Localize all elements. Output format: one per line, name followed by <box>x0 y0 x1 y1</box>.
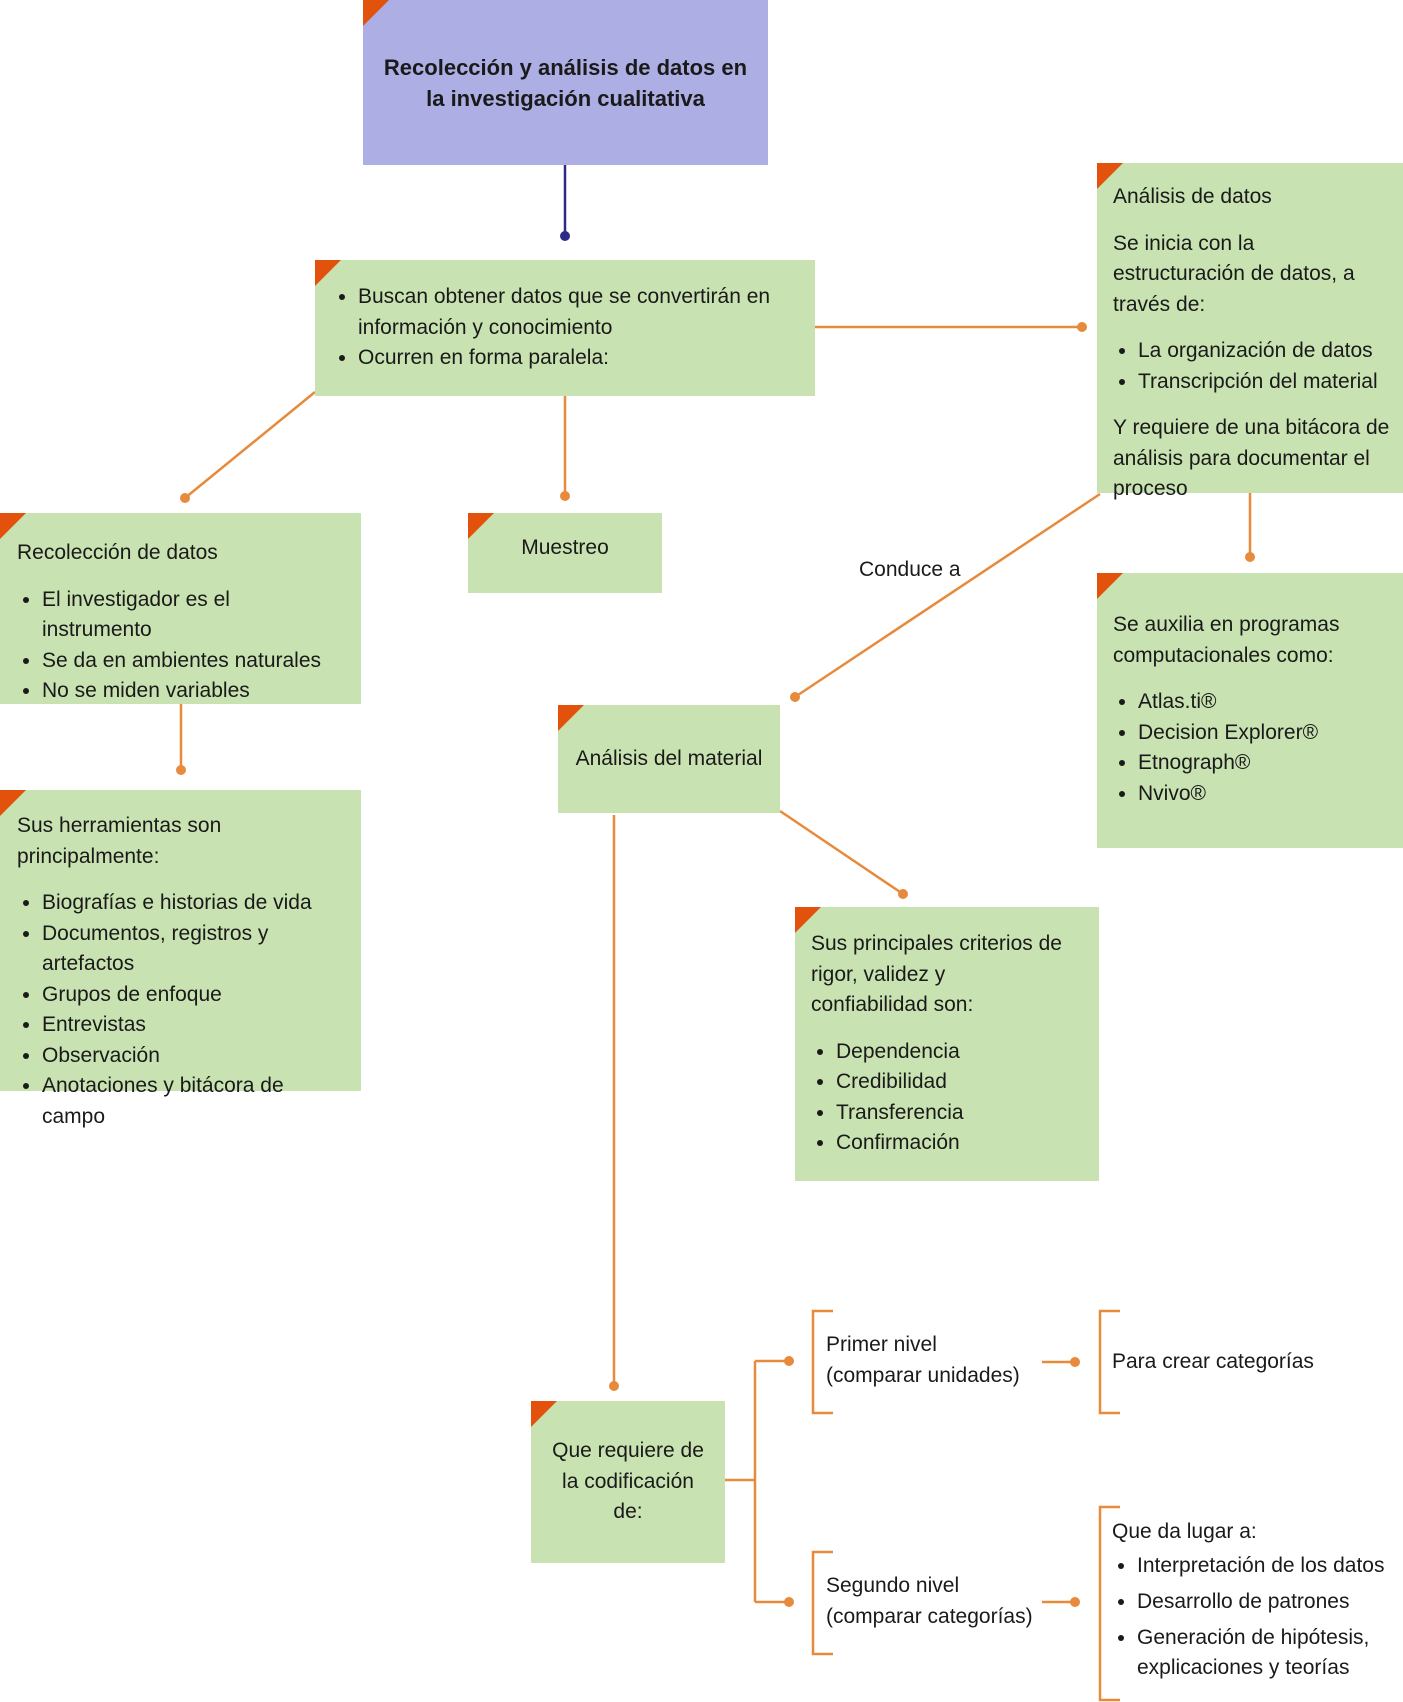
bracket-primer-nivel <box>811 1309 833 1415</box>
recoleccion-box: Recolección de datos El investigador es … <box>0 513 361 704</box>
list-item: Decision Explorer® <box>1138 718 1391 749</box>
corner-flag-icon <box>0 513 26 539</box>
analisis-datos-outro: Y requiere de una bitácora de análisis p… <box>1113 416 1390 500</box>
resultado-heading: Que da lugar a: <box>1112 1520 1257 1543</box>
connectors <box>176 322 1255 1702</box>
corner-flag-icon <box>315 260 341 286</box>
list-item: Buscan obtener datos que se convertirán … <box>358 282 797 343</box>
connector-analisis-to-programas <box>1245 493 1255 562</box>
list-item: Desarrollo de patrones <box>1137 1587 1398 1617</box>
list-item: Generación de hipótesis, explicaciones y… <box>1137 1623 1398 1683</box>
list-item: Biografías e historias de vida <box>42 888 351 919</box>
title-text: Recolección y análisis de datos en la in… <box>383 54 748 111</box>
criterios-heading: Sus principales criterios de rigor, vali… <box>811 932 1062 1016</box>
primer-nivel-text: Primer nivel (comparar unidades) <box>826 1333 1020 1387</box>
recoleccion-list: El investigador es el instrumento Se da … <box>17 585 345 707</box>
analisis-datos-list: La organización de datos Transcripción d… <box>1113 336 1391 397</box>
list-item: Dependencia <box>836 1037 1089 1068</box>
codificacion-label: Que requiere de la codificación de: <box>552 1439 704 1524</box>
list-item: Ocurren en forma paralela: <box>358 343 797 374</box>
corner-flag-icon <box>558 705 584 731</box>
list-item: Nvivo® <box>1138 779 1391 810</box>
bracket-resultado <box>1098 1505 1120 1702</box>
list-item: Anotaciones y bitácora de campo <box>42 1071 351 1132</box>
corner-flag-icon <box>795 907 821 933</box>
title-box: Recolección y análisis de datos en la in… <box>363 0 768 165</box>
list-item: Observación <box>42 1041 351 1072</box>
analisis-material-box: Análisis del material <box>558 705 780 813</box>
recoleccion-heading: Recolección de datos <box>17 541 218 564</box>
central-box: Buscan obtener datos que se convertirán … <box>315 260 815 396</box>
programas-box: Se auxilia en programas computacionales … <box>1097 573 1403 848</box>
list-item: Documentos, registros y artefactos <box>42 919 351 980</box>
programas-list: Atlas.ti® Decision Explorer® Etnograph® … <box>1113 687 1391 809</box>
connector-segundo-to-resultado <box>1042 1597 1080 1607</box>
connector-primer-to-categorias <box>1042 1357 1080 1367</box>
analisis-material-label: Análisis del material <box>575 746 763 770</box>
bracket-categorias <box>1098 1309 1120 1415</box>
connector-material-to-codificacion <box>609 815 619 1391</box>
analisis-datos-intro: Se inicia con la estructuración de datos… <box>1113 231 1355 316</box>
segundo-nivel-text: Segundo nivel (comparar categorías) <box>826 1574 1033 1628</box>
resultado-list: Interpretación de los datos Desarrollo d… <box>1112 1551 1398 1683</box>
bracket-segundo-nivel <box>811 1550 833 1656</box>
criterios-box: Sus principales criterios de rigor, vali… <box>795 907 1099 1181</box>
herramientas-list: Biografías e historias de vida Documento… <box>17 888 351 1132</box>
list-item: Se da en ambientes naturales <box>42 646 345 677</box>
resultado-block: Que da lugar a: Interpretación de los da… <box>1112 1517 1398 1683</box>
list-item: Entrevistas <box>42 1010 351 1041</box>
corner-flag-icon <box>1097 163 1123 189</box>
list-item: Credibilidad <box>836 1067 1089 1098</box>
list-item: Transferencia <box>836 1098 1089 1129</box>
herramientas-box: Sus herramientas son principalmente: Bio… <box>0 790 361 1128</box>
list-item: Grupos de enfoque <box>42 980 351 1011</box>
categorias-text: Para crear categorías <box>1112 1350 1314 1373</box>
list-item: Confirmación <box>836 1128 1089 1159</box>
list-item: Transcripción del material <box>1138 367 1391 398</box>
list-item: No se miden variables <box>42 676 345 707</box>
corner-flag-icon <box>531 1401 557 1427</box>
analisis-datos-heading: Análisis de datos <box>1113 185 1272 208</box>
title-connector <box>560 165 570 241</box>
list-item: La organización de datos <box>1138 336 1391 367</box>
central-list: Buscan obtener datos que se convertirán … <box>333 282 797 374</box>
criterios-list: Dependencia Credibilidad Transferencia C… <box>811 1037 1089 1159</box>
corner-flag-icon <box>468 513 494 539</box>
herramientas-heading: Sus herramientas son principalmente: <box>17 814 222 868</box>
analisis-datos-box: Análisis de datos Se inicia con la estru… <box>1097 163 1403 500</box>
connector-material-to-criterios <box>779 809 908 899</box>
corner-flag-icon <box>0 790 26 816</box>
connector-central-to-muestreo <box>560 396 570 501</box>
corner-flag-icon <box>1097 573 1123 599</box>
connector-analisis-to-material <box>790 492 1101 702</box>
list-item: Atlas.ti® <box>1138 687 1391 718</box>
codificacion-box: Que requiere de la codificación de: <box>531 1401 725 1563</box>
muestreo-label: Muestreo <box>521 535 609 559</box>
conduce-label: Conduce a <box>859 558 961 581</box>
list-item: Etnograph® <box>1138 748 1391 779</box>
programas-heading: Se auxilia en programas computacionales … <box>1113 613 1340 667</box>
muestreo-box: Muestreo <box>468 513 662 593</box>
corner-flag-icon <box>363 0 389 26</box>
connector-recoleccion-to-herramientas <box>176 704 186 775</box>
list-item: El investigador es el instrumento <box>42 585 345 646</box>
connector-central-to-recoleccion <box>180 391 316 503</box>
connector-codificacion-bracket <box>725 1359 789 1604</box>
connector-central-to-analisis <box>815 322 1087 332</box>
list-item: Interpretación de los datos <box>1137 1551 1398 1581</box>
